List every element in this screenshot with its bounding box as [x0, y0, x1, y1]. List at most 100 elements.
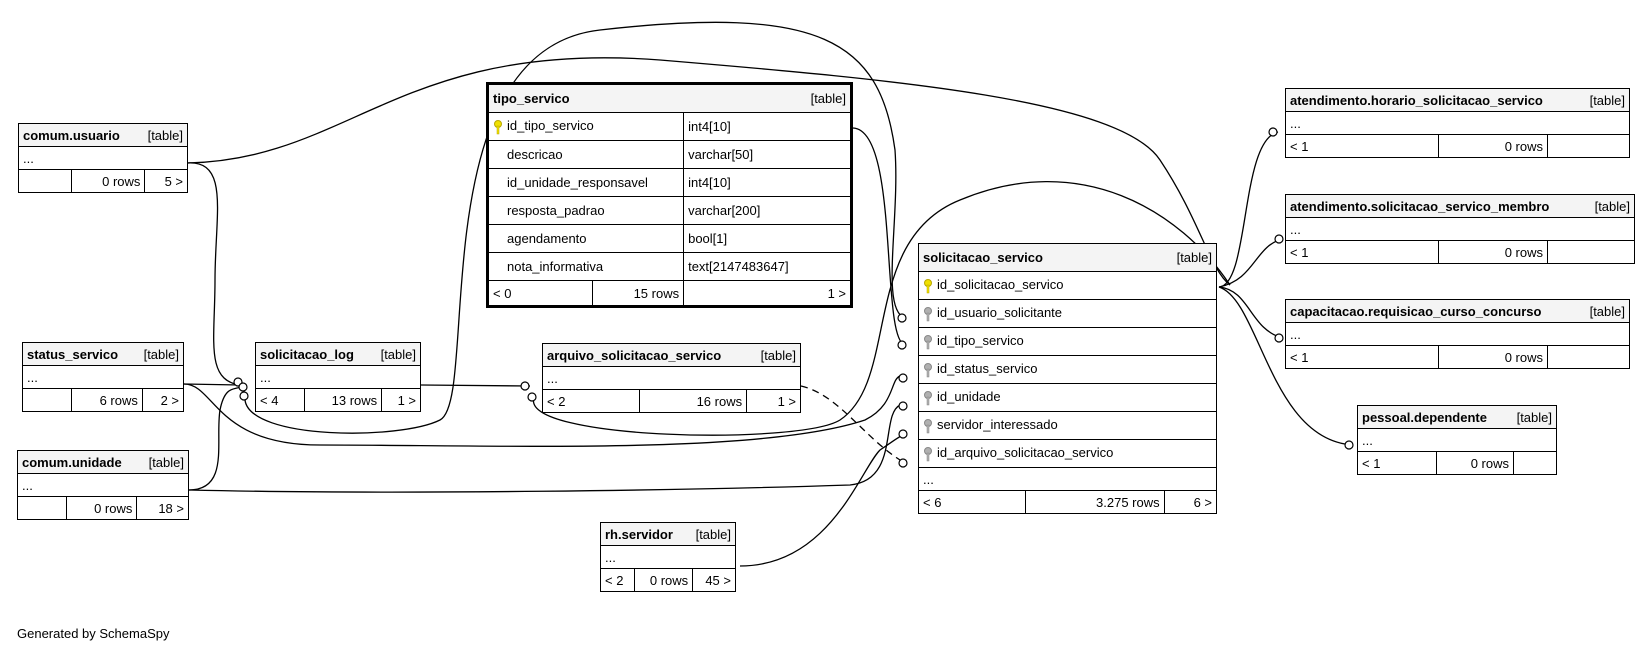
- column-name: id_unidade: [937, 389, 1001, 405]
- column-row[interactable]: id_tipo_servico: [918, 327, 1217, 356]
- edge-end-circle: [898, 373, 908, 383]
- table-name[interactable]: status_servico: [27, 346, 119, 362]
- more-columns: ...: [1285, 111, 1630, 135]
- column-row[interactable]: id_unidade: [918, 383, 1217, 412]
- table-tag: [table]: [143, 346, 179, 362]
- children-count[interactable]: 45 >: [692, 568, 736, 592]
- table-solicitacao-servico[interactable]: solicitacao_servico[table] id_solicitaca…: [918, 243, 1218, 514]
- table-name[interactable]: comum.unidade: [22, 454, 122, 470]
- column-type: text[2147483647]: [683, 252, 852, 281]
- column-row[interactable]: id_usuario_solicitante: [918, 299, 1217, 328]
- more-columns: ...: [22, 365, 184, 389]
- table-capacitacao-requisicao[interactable]: capacitacao.requisicao_curso_concurso[ta…: [1285, 299, 1630, 369]
- children-count[interactable]: [1513, 451, 1557, 475]
- column-row[interactable]: servidor_interessado: [918, 411, 1217, 440]
- table-name[interactable]: tipo_servico: [493, 91, 570, 106]
- children-count[interactable]: 1 >: [683, 280, 852, 307]
- children-count[interactable]: [1547, 134, 1630, 158]
- more-columns: ...: [918, 467, 1217, 491]
- parents-count: < 1: [1285, 345, 1439, 369]
- table-header[interactable]: capacitacao.requisicao_curso_concurso[ta…: [1285, 299, 1630, 323]
- edge-tipo-solicitacao: [852, 127, 906, 346]
- edge-end-circle: [527, 392, 537, 402]
- more-columns: ...: [1285, 217, 1635, 241]
- children-count[interactable]: [1547, 345, 1630, 369]
- table-header[interactable]: atendimento.horario_solicitacao_servico […: [1285, 88, 1630, 112]
- table-header[interactable]: solicitacao_log[table]: [255, 342, 421, 366]
- table-name[interactable]: solicitacao_log: [260, 346, 354, 362]
- edge-arquivo-solicitacao: [533, 180, 1231, 436]
- table-tag: [table]: [147, 127, 183, 143]
- column-type: bool[1]: [683, 224, 852, 253]
- children-count[interactable]: 2 >: [141, 388, 185, 412]
- edge-servidor-solicitacao: [739, 433, 906, 567]
- table-header[interactable]: rh.servidor[table]: [600, 522, 736, 546]
- table-atendimento-membro[interactable]: atendimento.solicitacao_servico_membro [t…: [1285, 194, 1635, 264]
- column-name: id_unidade_responsavel: [507, 175, 648, 190]
- table-name[interactable]: atendimento.solicitacao_servico_membro: [1290, 198, 1550, 214]
- children-count[interactable]: 5 >: [144, 169, 188, 193]
- table-name[interactable]: rh.servidor: [605, 526, 673, 542]
- row-count: 15 rows: [591, 280, 685, 307]
- edge-unidade-log: [188, 386, 241, 491]
- parents-count: [18, 169, 72, 193]
- column-name: resposta_padrao: [507, 203, 605, 218]
- row-count: 16 rows: [638, 389, 748, 413]
- table-header[interactable]: comum.usuario [table]: [18, 123, 188, 147]
- edge-solicitacao-horario: [1218, 131, 1279, 288]
- parents-count: [17, 496, 67, 520]
- edge-usuario-log: [186, 162, 241, 386]
- table-header[interactable]: comum.unidade[table]: [17, 450, 189, 474]
- column-row[interactable]: id_status_servico: [918, 355, 1217, 384]
- table-header[interactable]: tipo_servico[table]: [487, 83, 852, 113]
- column-row[interactable]: id_solicitacao_servico: [918, 271, 1217, 300]
- table-header[interactable]: atendimento.solicitacao_servico_membro [t…: [1285, 194, 1635, 218]
- table-atendimento-horario[interactable]: atendimento.horario_solicitacao_servico […: [1285, 88, 1630, 158]
- row-count: 0 rows: [1438, 240, 1548, 264]
- table-header[interactable]: solicitacao_servico[table]: [918, 243, 1217, 272]
- edge-end-circle: [897, 313, 907, 323]
- table-header[interactable]: arquivo_solicitacao_servico [table]: [542, 343, 801, 367]
- table-name[interactable]: atendimento.horario_solicitacao_servico: [1290, 92, 1543, 108]
- children-count[interactable]: 6 >: [1163, 490, 1218, 514]
- table-name[interactable]: arquivo_solicitacao_servico: [547, 347, 722, 363]
- table-name[interactable]: solicitacao_servico: [923, 250, 1043, 265]
- edge-end-circle: [898, 429, 908, 439]
- more-columns: ...: [1285, 322, 1630, 346]
- table-tag: [table]: [760, 347, 796, 363]
- children-count[interactable]: 1 >: [746, 389, 801, 413]
- parents-count: < 1: [1285, 240, 1439, 264]
- table-name[interactable]: pessoal.dependente: [1362, 409, 1487, 425]
- children-count[interactable]: [1547, 240, 1635, 264]
- table-header[interactable]: status_servico [table]: [22, 342, 184, 366]
- table-name[interactable]: capacitacao.requisicao_curso_concurso: [1290, 303, 1542, 319]
- footer-text: Generated by SchemaSpy: [17, 626, 170, 641]
- table-name[interactable]: comum.usuario: [23, 127, 120, 143]
- table-tag: [table]: [1594, 198, 1630, 214]
- parents-count: < 1: [1357, 451, 1437, 475]
- column-row[interactable]: id_arquivo_solicitacao_servico: [918, 439, 1217, 468]
- row-count: 0 rows: [65, 496, 138, 520]
- table-tag: [table]: [1589, 92, 1625, 108]
- children-count[interactable]: 1 >: [381, 388, 421, 412]
- table-tag: [table]: [1516, 409, 1552, 425]
- table-header[interactable]: pessoal.dependente [table]: [1357, 405, 1557, 429]
- more-columns: ...: [1357, 428, 1557, 452]
- children-count[interactable]: 18 >: [136, 496, 189, 520]
- parents-count: < 0: [487, 280, 593, 307]
- table-arquivo-solicitacao-servico[interactable]: arquivo_solicitacao_servico[table] ... <…: [542, 343, 801, 413]
